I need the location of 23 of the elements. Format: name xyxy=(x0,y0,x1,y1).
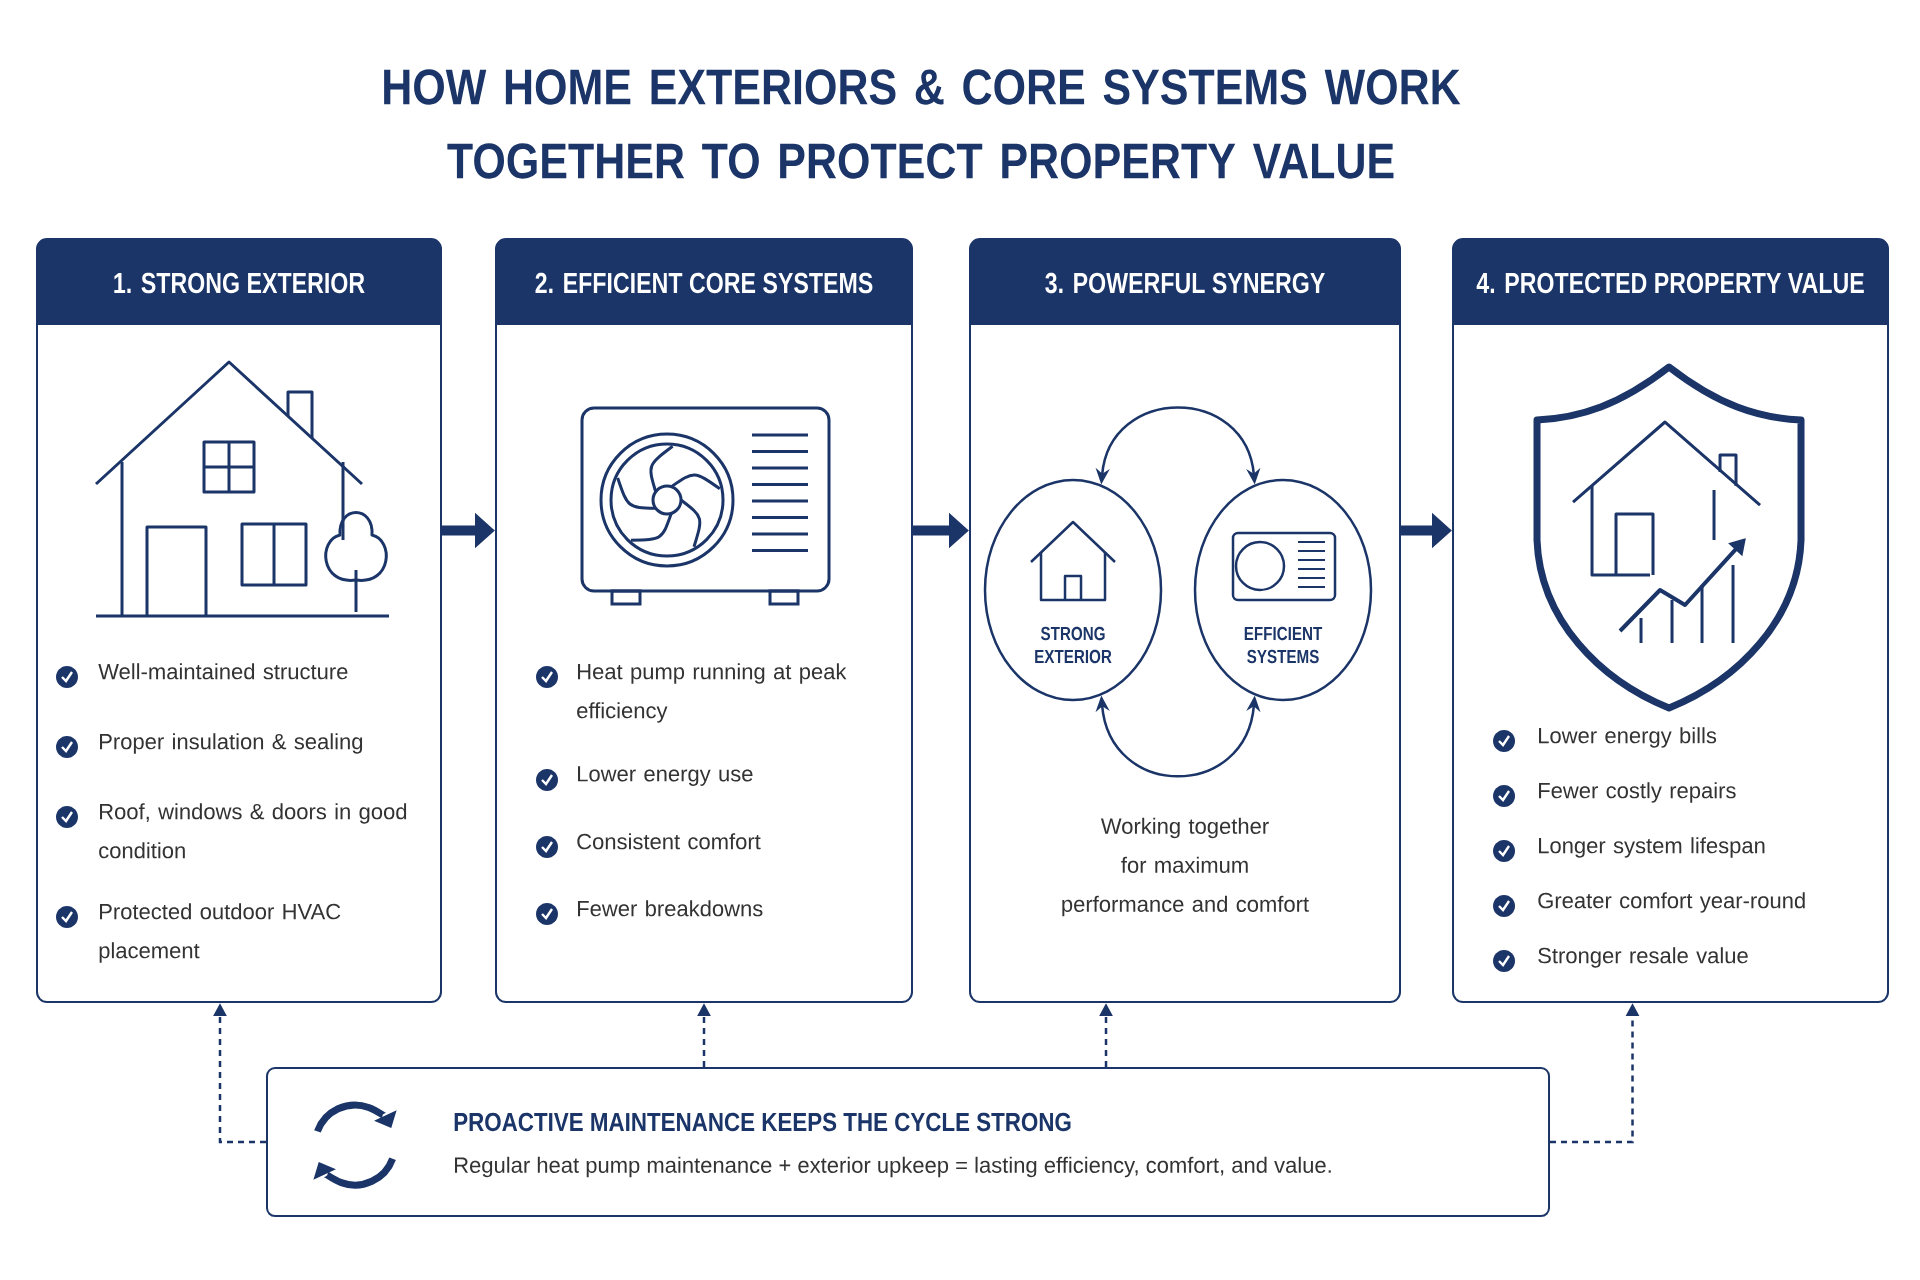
bullet-text: Fewer costly repairs xyxy=(1539,782,1736,803)
body-text: Regular heat pump maintenance + exterior upkeep = lasting efficiency, comfort, and value. xyxy=(455,1156,1331,1178)
bullet-text: Proper insulation & sealing xyxy=(100,733,363,754)
header-band: 4. PROTECTED PROPERTY VALUE xyxy=(1453,239,1888,325)
bullet-text: Lower energy bills xyxy=(1539,727,1717,748)
bullet-text: Consistent comfort xyxy=(577,833,761,850)
bullet-text: Heat pump running at peak efficiency xyxy=(577,663,847,723)
title: HOW HOME EXTERIORS & CORE SYSTEMS WORK TOGETHER TO PROTECT PROPERTY VALUE xyxy=(384,69,1461,179)
header-band: 3. POWERFUL SYNERGY xyxy=(970,239,1400,325)
circle-label: EFFICIENT SYSTEMS xyxy=(1244,626,1323,664)
header-band: 1. STRONG EXTERIOR xyxy=(37,239,441,325)
bullet-text: Protected outdoor HVAC placement xyxy=(99,903,341,963)
bullet-text: Longer system lifespan xyxy=(1539,837,1765,858)
bullet-text: Stronger resale value xyxy=(1538,947,1748,968)
caption-text: Working together for maximum performance and comfort xyxy=(1062,817,1309,917)
circle-label: STRONG EXTERIOR xyxy=(1035,626,1112,664)
bullet-text: Well-maintained structure xyxy=(98,663,348,680)
header-band: 2. EFFICIENT CORE SYSTEMS xyxy=(496,239,912,325)
heading: PROACTIVE MAINTENANCE KEEPS THE CYCLE STRONG xyxy=(454,1112,1071,1132)
bullet-text: Greater comfort year-round xyxy=(1538,892,1805,913)
bullet-text: Roof, windows & doors in good condition xyxy=(99,803,407,859)
bullet-text: Fewer breakdowns xyxy=(578,900,763,917)
bullet-text: Lower energy use xyxy=(578,766,753,786)
